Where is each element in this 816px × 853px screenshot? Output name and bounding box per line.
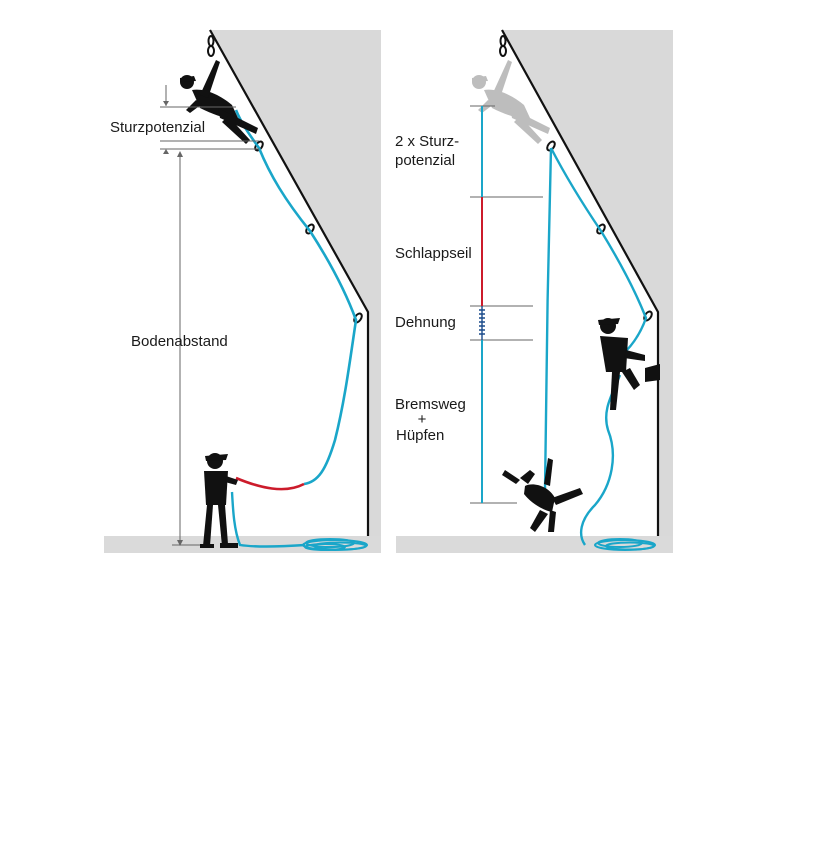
left-top-anchor <box>207 35 215 57</box>
label-braking-line2: + <box>418 411 427 428</box>
right-wall-edge <box>501 29 660 540</box>
right-wall <box>502 30 673 540</box>
left-rope-pile <box>302 538 368 551</box>
left-rope-to-pile <box>230 491 306 548</box>
measure-stretch-spring <box>479 306 485 340</box>
left-wall-edge <box>209 29 370 540</box>
right-panel: 2 x Sturz- potenzial Schlappseil Dehnung… <box>395 29 673 553</box>
right-measure-lines <box>470 105 543 504</box>
label-stretch: Dehnung <box>395 314 456 331</box>
label-ground-clearance: Bodenabstand <box>131 333 228 350</box>
label-double-fall-line2: potenzial <box>395 152 455 169</box>
left-panel: Sturzpotenzial Bodenabstand <box>104 29 381 553</box>
label-double-fall-line1: 2 x Sturz- <box>395 133 459 150</box>
label-braking-line3: Hüpfen <box>396 427 444 444</box>
left-measure-arrows <box>163 101 183 546</box>
right-rope-pile <box>594 538 656 551</box>
right-belayer-figure <box>598 318 660 410</box>
left-wall <box>210 30 381 540</box>
right-rope-main <box>549 147 648 353</box>
left-rope <box>234 109 358 486</box>
left-slack-rope <box>235 476 305 491</box>
left-belayer-figure <box>200 453 238 548</box>
right-rope-fall <box>543 147 553 491</box>
label-slack-rope: Schlappseil <box>395 245 472 262</box>
left-measure-lines <box>160 85 259 546</box>
right-top-anchor <box>499 35 507 57</box>
right-fallen-climber-figure <box>502 458 583 532</box>
right-rope-to-pile <box>579 374 622 546</box>
label-fall-potential: Sturzpotenzial <box>110 119 205 136</box>
label-braking-line1: Bremsweg <box>395 396 466 413</box>
